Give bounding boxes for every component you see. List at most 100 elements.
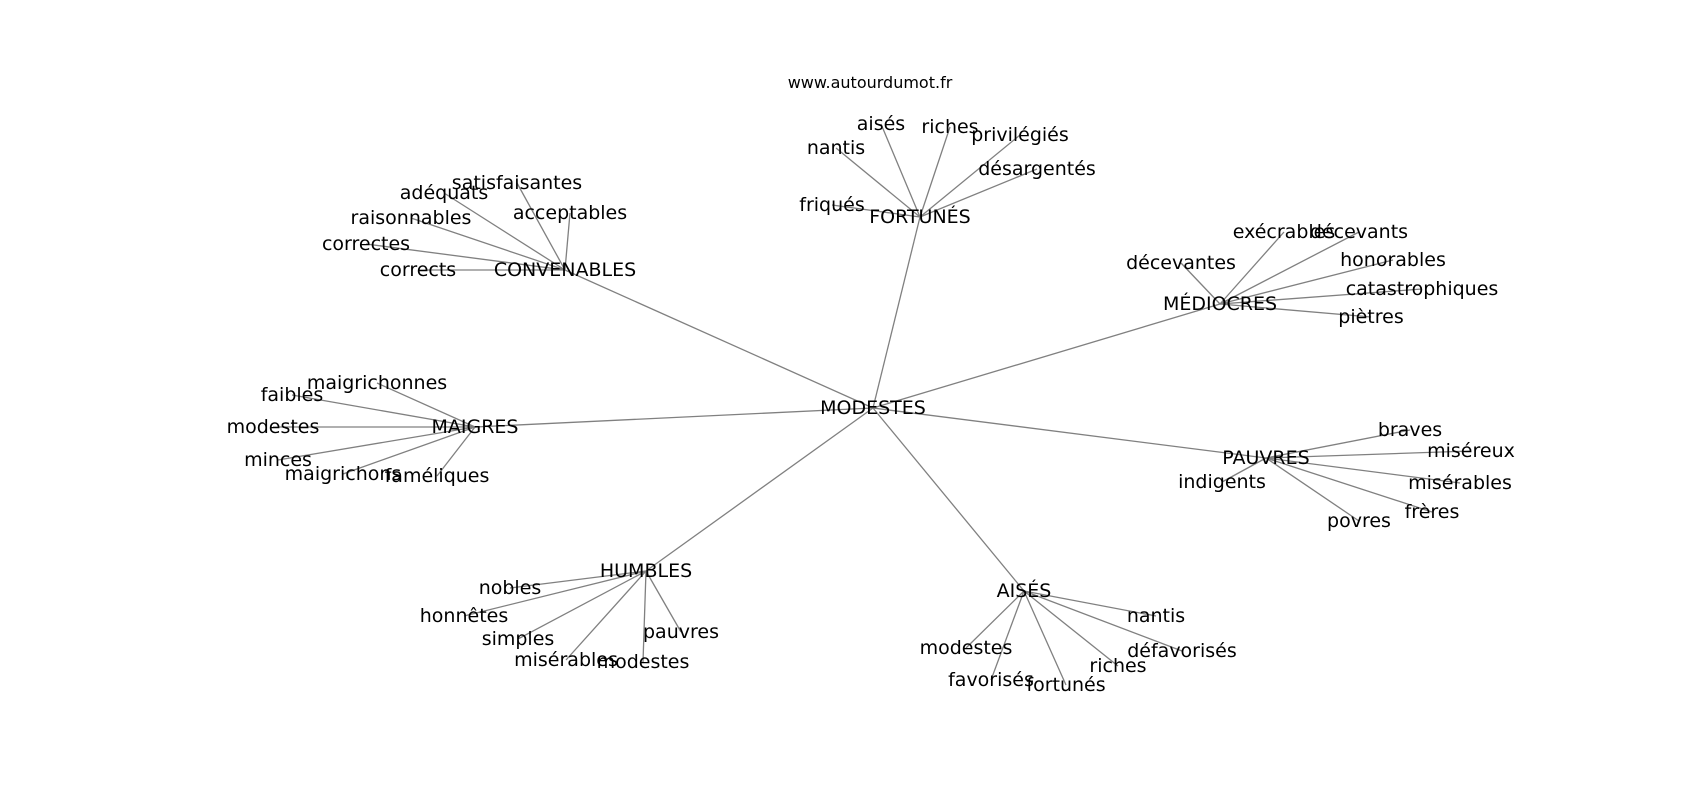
hub-node[interactable]: CONVENABLES: [494, 259, 636, 281]
edge-root-hub: [872, 216, 921, 409]
edge-hub-leaf: [365, 243, 566, 271]
edge-hub-leaf: [291, 394, 476, 428]
leaf-node[interactable]: misérables: [1408, 472, 1512, 494]
site-watermark: www.autourdumot.fr: [788, 73, 953, 92]
edge-hub-leaf: [509, 570, 647, 589]
edge-hub-leaf: [835, 147, 921, 218]
edge-hub-leaf: [1023, 590, 1183, 652]
edge-hub-leaf: [1219, 231, 1360, 305]
hub-node[interactable]: HUMBLES: [600, 560, 692, 582]
edge-hub-leaf: [1265, 429, 1411, 459]
leaf-node[interactable]: nobles: [479, 577, 542, 599]
edge-root-hub: [645, 407, 874, 572]
leaf-node[interactable]: maigrichons: [285, 463, 402, 485]
edge-hub-leaf: [965, 590, 1025, 649]
leaf-node[interactable]: minces: [244, 449, 312, 471]
leaf-node[interactable]: modestes: [920, 637, 1013, 659]
edge-hub-leaf: [463, 570, 647, 617]
edge-hub-leaf: [443, 192, 566, 271]
edge-hub-leaf: [1023, 590, 1119, 667]
leaf-node[interactable]: riches: [921, 116, 978, 138]
leaf-node[interactable]: faméliques: [385, 465, 490, 487]
leaf-node[interactable]: favorisés: [948, 669, 1034, 691]
edge-hub-leaf: [1023, 590, 1157, 617]
leaf-node[interactable]: modestes: [227, 416, 320, 438]
leaf-node[interactable]: fortunés: [1026, 674, 1105, 696]
leaf-node[interactable]: privilégiés: [971, 124, 1069, 146]
edge-hub-leaf: [1219, 231, 1285, 305]
hub-node[interactable]: MAIGRES: [432, 416, 519, 438]
leaf-node[interactable]: adéquats: [400, 182, 489, 204]
edge-hub-leaf: [1180, 262, 1221, 305]
edge-hub-leaf: [376, 382, 476, 428]
leaf-node[interactable]: frères: [1405, 501, 1460, 523]
leaf-node[interactable]: modestes: [597, 651, 690, 673]
hub-node[interactable]: FORTUNÉS: [869, 205, 971, 228]
leaf-node[interactable]: corrects: [380, 259, 456, 281]
leaf-node[interactable]: riches: [1089, 655, 1146, 677]
edge-hub-leaf: [517, 570, 647, 640]
edge-hub-leaf: [880, 123, 921, 218]
edge-hub-leaf: [1265, 450, 1472, 459]
edge-hub-leaf: [1265, 457, 1433, 513]
edge-hub-leaf: [1219, 303, 1372, 318]
edge-hub-leaf: [564, 212, 571, 271]
edge-root-hub: [872, 407, 1025, 592]
edge-hub-leaf: [831, 204, 921, 218]
leaf-node[interactable]: nantis: [807, 137, 865, 159]
edge-hub-leaf: [919, 168, 1038, 218]
leaf-node[interactable]: piètres: [1338, 306, 1403, 328]
leaf-node[interactable]: désargentés: [978, 158, 1096, 180]
leaf-node[interactable]: miséreux: [1427, 440, 1515, 462]
edge-hub-leaf: [516, 182, 566, 271]
edge-hub-leaf: [436, 426, 476, 477]
edge-hub-leaf: [919, 134, 1021, 218]
leaf-node[interactable]: braves: [1378, 419, 1442, 441]
edge-hub-leaf: [1265, 457, 1360, 522]
leaf-node[interactable]: acceptables: [513, 202, 627, 224]
leaf-node[interactable]: pauvres: [643, 621, 719, 643]
edge-hub-leaf: [990, 590, 1025, 681]
leaf-node[interactable]: faibles: [261, 384, 324, 406]
edge-hub-leaf: [410, 217, 566, 271]
leaf-node[interactable]: misérables: [514, 649, 618, 671]
hub-node[interactable]: PAUVRES: [1222, 447, 1309, 469]
leaf-node[interactable]: satisfaisantes: [452, 172, 582, 194]
leaf-node[interactable]: exécrables: [1233, 221, 1336, 243]
leaf-node[interactable]: décevants: [1310, 221, 1408, 243]
edge-hub-leaf: [277, 426, 476, 461]
leaf-node[interactable]: friqués: [799, 194, 864, 216]
hub-node[interactable]: MÉDIOCRES: [1163, 292, 1277, 315]
edge-root-hub: [872, 407, 1267, 459]
hub-node[interactable]: AISÉS: [997, 579, 1052, 602]
leaf-node[interactable]: décevantes: [1126, 252, 1236, 274]
leaf-node[interactable]: correctes: [322, 233, 410, 255]
leaf-node[interactable]: indigents: [1178, 471, 1266, 493]
leaf-node[interactable]: aisés: [857, 113, 905, 135]
leaf-node[interactable]: raisonnables: [351, 207, 472, 229]
edge-root-hub: [474, 407, 874, 428]
graph-edges: [273, 123, 1472, 686]
edge-hub-leaf: [919, 126, 951, 218]
leaf-node[interactable]: povres: [1327, 510, 1391, 532]
edge-hub-leaf: [642, 570, 647, 663]
leaf-node[interactable]: simples: [482, 628, 555, 650]
leaf-node[interactable]: catastrophiques: [1346, 278, 1499, 300]
edge-root-hub: [564, 269, 874, 409]
leaf-node[interactable]: honnêtes: [420, 605, 508, 627]
edge-hub-leaf: [1219, 288, 1423, 305]
edge-hub-leaf: [1221, 457, 1267, 483]
edge-hub-leaf: [645, 570, 682, 633]
edge-hub-leaf: [342, 426, 476, 475]
leaf-node[interactable]: maigrichonnes: [307, 372, 447, 394]
root-node[interactable]: MODESTES: [820, 397, 926, 419]
edge-hub-leaf: [565, 570, 647, 661]
edge-hub-leaf: [1265, 457, 1461, 484]
edge-hub-leaf: [1023, 590, 1067, 686]
leaf-node[interactable]: nantis: [1127, 605, 1185, 627]
leaf-node[interactable]: défavorisés: [1127, 640, 1237, 662]
leaf-node[interactable]: honorables: [1340, 249, 1446, 271]
edge-hub-leaf: [1219, 259, 1394, 305]
